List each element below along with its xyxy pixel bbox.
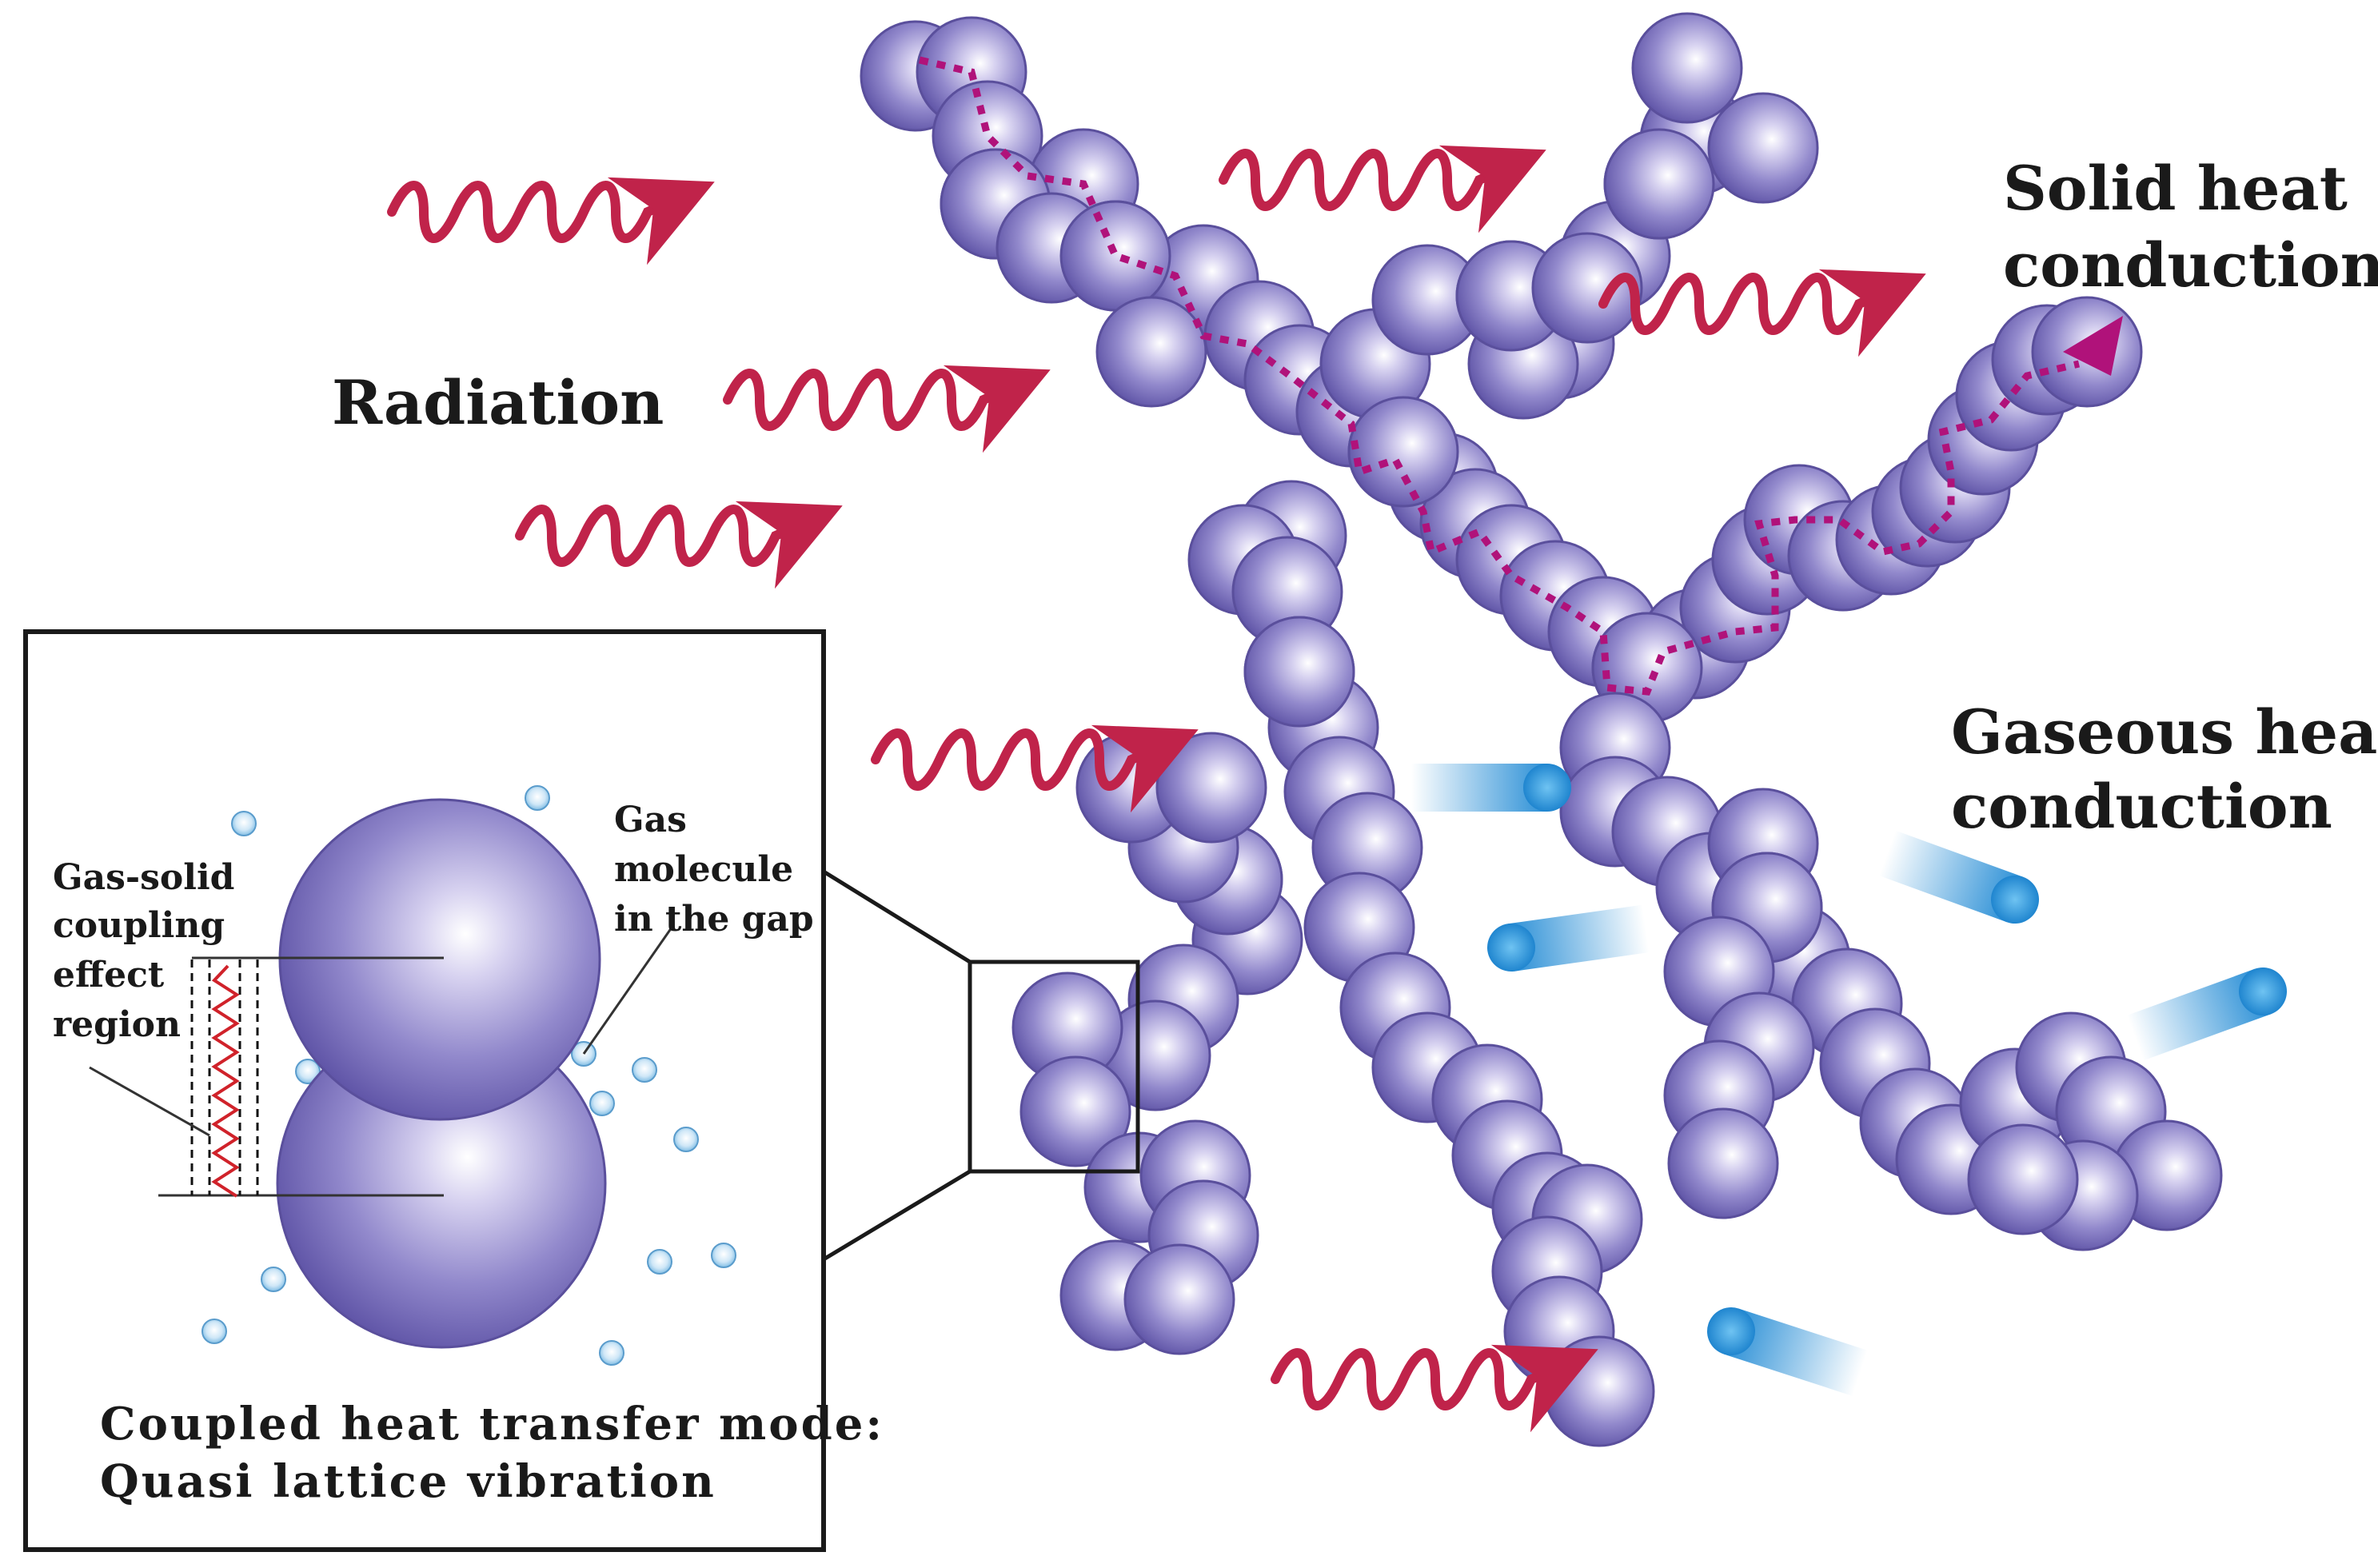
- particle-sphere: [1603, 128, 1715, 240]
- inset-gas-molecule-icon: [711, 1243, 736, 1268]
- inset-gas-molecule-icon: [201, 1319, 227, 1344]
- gas-molecule-trail-icon: [2126, 968, 2287, 1061]
- inset-gas-molecule-icon: [632, 1057, 657, 1083]
- gas-molecule: [1523, 764, 1571, 812]
- label-radiation: Radiation: [332, 367, 664, 438]
- inset-label-gas-solid-2: coupling: [53, 905, 225, 946]
- particle-sphere: [1095, 296, 1207, 408]
- inset-gas-molecule-icon: [589, 1091, 615, 1116]
- radiation-wavy-arrow-icon: [1598, 269, 1926, 357]
- zoom-connector-top: [822, 869, 972, 964]
- label-gaseous-line2: conduction: [1951, 771, 2332, 842]
- inset-caption-line1: Coupled heat transfer mode:: [100, 1398, 884, 1450]
- label-solid-line2: conduction: [2003, 229, 2378, 301]
- inset-label-gas-solid-3: effect: [53, 955, 165, 995]
- inset-zigzag-vibration: [211, 964, 240, 1198]
- gas-trail-tail: [1507, 904, 1650, 972]
- gas-molecule: [1707, 1307, 1755, 1355]
- inset-label-gas-mol-3: in the gap: [614, 899, 814, 940]
- radiation-wavy-arrow-icon: [871, 724, 1199, 813]
- gas-trail-tail: [1878, 830, 2024, 923]
- gas-molecule-trail-icon: [1707, 1307, 1868, 1397]
- radiation-wavy-arrow-icon: [515, 501, 843, 589]
- particle-sphere: [1243, 616, 1355, 728]
- inset-gas-molecule-icon: [525, 785, 550, 811]
- inset-gas-molecule-icon: [261, 1267, 286, 1292]
- solid-path-arrowhead: [2063, 316, 2123, 376]
- inset-gas-molecule-icon: [295, 1059, 321, 1084]
- particle-sphere: [1707, 92, 1819, 204]
- gas-molecule: [1991, 876, 2039, 924]
- solid-conduction-path: [918, 56, 2123, 696]
- zoom-connector-bottom: [822, 1169, 972, 1262]
- inset-particle-top: [278, 798, 601, 1121]
- inset-label-gas-solid-4: region: [53, 1004, 181, 1045]
- zoom-indicator: [822, 869, 1140, 1262]
- radiation-arrows: [387, 145, 1926, 1433]
- inset-label-gas-mol-2: molecule: [614, 849, 793, 890]
- gas-molecule-trail-icon: [1878, 830, 2039, 924]
- gas-molecule: [2239, 968, 2287, 1015]
- particle-sphere: [1531, 232, 1643, 344]
- gas-molecule-trail-icon: [1411, 764, 1571, 812]
- label-gaseous-line1: Gaseous heat: [1951, 696, 2378, 768]
- zoom-box: [968, 960, 1140, 1174]
- radiation-wavy-arrow-icon: [1271, 1344, 1598, 1433]
- inset-caption-line2: Quasi lattice vibration: [100, 1455, 716, 1508]
- inset-panel: Gas-solid coupling effect region Gas mol…: [23, 629, 884, 1552]
- inset-gas-molecule-icon: [673, 1127, 699, 1152]
- inset-gas-molecule-icon: [231, 811, 257, 836]
- particle-sphere: [1967, 1123, 2079, 1235]
- solid-path-dotted: [918, 56, 2081, 696]
- particle-sphere: [1543, 1335, 1655, 1447]
- inset-leader-coupling: [89, 1066, 210, 1137]
- particle-network: [860, 12, 2223, 1447]
- particle-sphere: [1123, 1243, 1235, 1355]
- inset-gas-molecule-icon: [647, 1249, 672, 1275]
- inset-leader-gas: [582, 927, 673, 1055]
- radiation-wavy-arrow-icon: [1219, 145, 1546, 233]
- inset-gas-molecules: [201, 785, 736, 1366]
- gas-trail-tail: [2126, 968, 2272, 1061]
- gas-molecule-trail-icon: [1487, 904, 1650, 972]
- particle-sphere: [1667, 1107, 1779, 1219]
- particle-sphere: [1155, 732, 1267, 844]
- particle-sphere: [1347, 396, 1459, 508]
- inset-label-gas-solid-1: Gas-solid: [53, 857, 234, 898]
- gas-trail-tail: [1723, 1308, 1868, 1397]
- radiation-wavy-arrow-icon: [387, 177, 715, 265]
- gas-molecule: [1487, 924, 1535, 972]
- particle-sphere: [1059, 200, 1171, 312]
- label-solid-line1: Solid heat: [2003, 153, 2348, 224]
- inset-label-gas-mol-1: Gas: [614, 800, 687, 840]
- particle-sphere: [1019, 1055, 1131, 1167]
- gas-molecule-trails: [1411, 764, 2287, 1397]
- inset-gas-molecule-icon: [599, 1340, 624, 1366]
- particle-sphere: [1631, 12, 1743, 124]
- radiation-wavy-arrow-icon: [723, 365, 1051, 453]
